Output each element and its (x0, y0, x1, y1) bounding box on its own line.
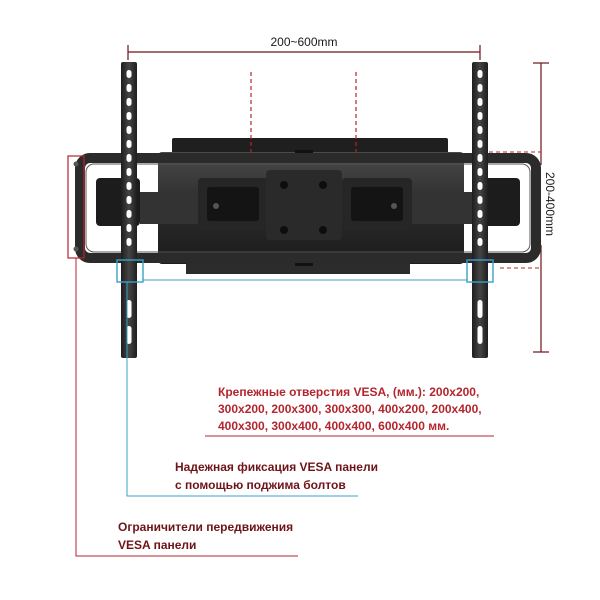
rail-slot (477, 182, 483, 190)
rail-slot (477, 224, 483, 232)
rail-slot (477, 126, 483, 134)
limiters-text: Ограничители передвижения VESA панели (118, 520, 293, 552)
svg-text:Ограничители передвижения: Ограничители передвижения (118, 520, 293, 534)
rail-slot (477, 154, 483, 162)
rail-slot (126, 210, 132, 218)
rail-slot (477, 140, 483, 148)
rail-slot (126, 84, 132, 92)
rail-slot (126, 112, 132, 120)
limiter-callout (67, 155, 298, 557)
rail-slot (126, 326, 132, 344)
rail-slot (126, 168, 132, 176)
rail-slot (477, 112, 483, 120)
vertical-dimension-label: 200-400mm (543, 172, 557, 236)
arm-frame (75, 153, 541, 263)
svg-text:300x200, 200x300, 300x300, 400: 300x200, 200x300, 300x300, 400x200, 200x… (218, 402, 482, 416)
horizontal-dimension: 200~600mm (127, 32, 481, 60)
svg-text:с помощью поджима болтов: с помощью поджима болтов (175, 478, 346, 492)
bolt-fixing-callout (116, 259, 494, 497)
rail-slot (477, 210, 483, 218)
right-vesa-rail (472, 62, 488, 358)
svg-text:400x300, 300x400, 400x400, 600: 400x300, 300x400, 400x400, 600x400 мм. (218, 419, 449, 433)
rail-slot (126, 300, 132, 318)
rail-slot (477, 84, 483, 92)
rail-slot (477, 98, 483, 106)
rail-slot (477, 70, 483, 78)
rail-slot (126, 154, 132, 162)
rail-slot (126, 140, 132, 148)
left-vesa-rail (121, 62, 137, 358)
svg-text:Надежная фиксация VESA панели: Надежная фиксация VESA панели (175, 460, 378, 474)
rail-slot (477, 238, 483, 246)
svg-text:VESA панели: VESA панели (118, 538, 196, 552)
rail-slot (477, 300, 483, 318)
rail-slot (126, 224, 132, 232)
rail-slot (126, 238, 132, 246)
rail-slot (126, 126, 132, 134)
rail-slot (477, 168, 483, 176)
vesa-holes-text: Крепежные отверстия VESA, (мм.): 200x200… (218, 385, 482, 433)
bolt-fixing-text: Надежная фиксация VESA панели с помощью … (175, 460, 378, 492)
horizontal-dimension-label: 200~600mm (270, 35, 337, 49)
rail-slot (126, 70, 132, 78)
rail-slot (477, 196, 483, 204)
rail-slot (477, 326, 483, 344)
articulating-arms (96, 170, 520, 240)
svg-text:Крепежные отверстия VESA, (мм.: Крепежные отверстия VESA, (мм.): 200x200… (218, 385, 479, 399)
rail-slot (126, 196, 132, 204)
rail-slot (126, 98, 132, 106)
rail-slot (126, 182, 132, 190)
